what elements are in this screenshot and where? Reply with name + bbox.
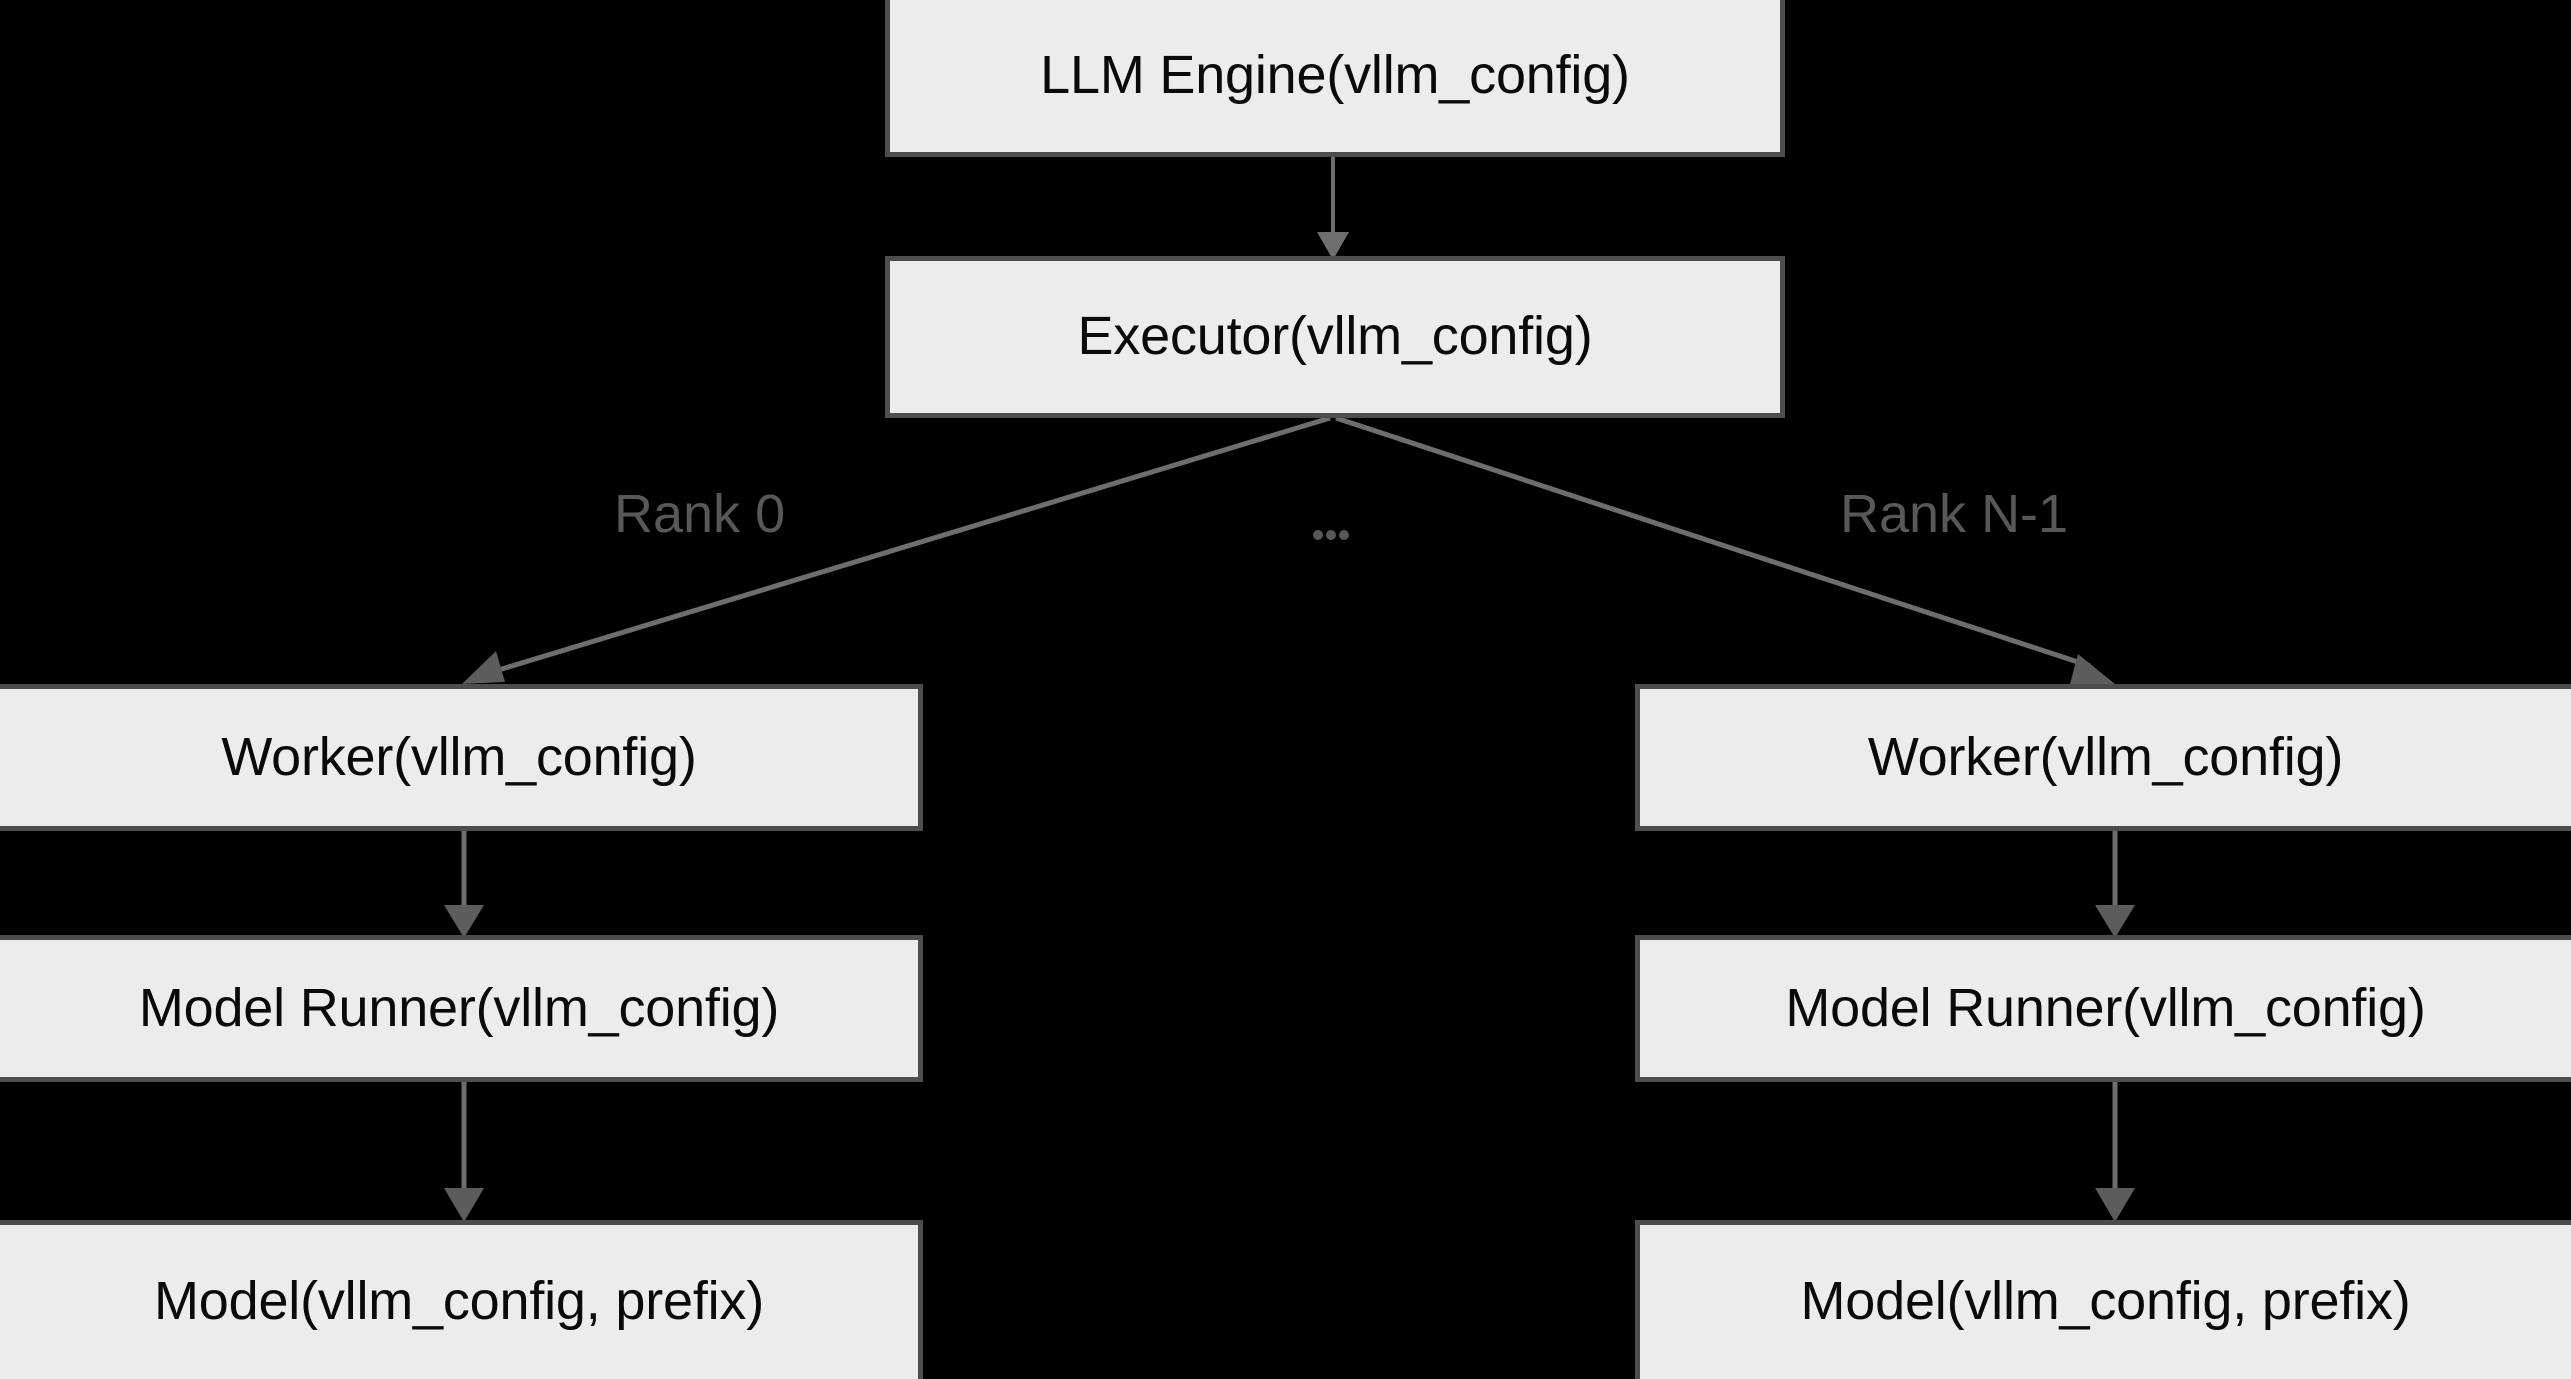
node-model-runner-rankn-label: Model Runner(vllm_config) bbox=[1785, 977, 2426, 1038]
node-model-rankn[interactable]: Model(vllm_config, prefix) bbox=[1635, 1220, 2571, 1379]
edge-worker0-to-runner0 bbox=[444, 831, 484, 938]
edge-runnern-to-modeln bbox=[2095, 1082, 2135, 1222]
edge-engine-to-executor bbox=[1317, 157, 1349, 260]
node-llm-engine[interactable]: LLM Engine(vllm_config) bbox=[885, 0, 1785, 157]
node-model-rank0-label: Model(vllm_config, prefix) bbox=[154, 1271, 764, 1332]
node-executor[interactable]: Executor(vllm_config) bbox=[885, 256, 1785, 418]
node-llm-engine-label: LLM Engine(vllm_config) bbox=[1040, 45, 1630, 106]
node-worker-rank0[interactable]: Worker(vllm_config) bbox=[0, 684, 923, 831]
ellipsis-dot bbox=[1313, 530, 1323, 540]
node-model-rankn-label: Model(vllm_config, prefix) bbox=[1800, 1271, 2411, 1332]
edge-executor-to-worker-rankn bbox=[1335, 415, 2115, 684]
node-model-runner-rankn[interactable]: Model Runner(vllm_config) bbox=[1635, 935, 2571, 1082]
node-worker-rankn-label: Worker(vllm_config) bbox=[1867, 726, 2344, 787]
edge-runner0-to-model0 bbox=[444, 1082, 484, 1222]
node-model-runner-rank0[interactable]: Model Runner(vllm_config) bbox=[0, 935, 923, 1082]
node-executor-label: Executor(vllm_config) bbox=[1077, 306, 1593, 367]
node-model-runner-rank0-label: Model Runner(vllm_config) bbox=[138, 977, 780, 1038]
ellipsis-dot bbox=[1339, 530, 1349, 540]
node-model-rank0[interactable]: Model(vllm_config, prefix) bbox=[0, 1220, 923, 1379]
edge-label-rank-last: Rank N-1 bbox=[1840, 484, 2069, 544]
edge-executor-to-worker-rank0 bbox=[462, 415, 1331, 684]
edge-workern-to-runnern bbox=[2095, 831, 2135, 938]
edge-label-rank-first: Rank 0 bbox=[614, 484, 786, 544]
edge-label-ellipsis-icon bbox=[1313, 528, 1349, 542]
node-worker-rank0-label: Worker(vllm_config) bbox=[221, 726, 697, 787]
ellipsis-dot bbox=[1326, 530, 1336, 540]
node-worker-rankn[interactable]: Worker(vllm_config) bbox=[1635, 684, 2571, 831]
